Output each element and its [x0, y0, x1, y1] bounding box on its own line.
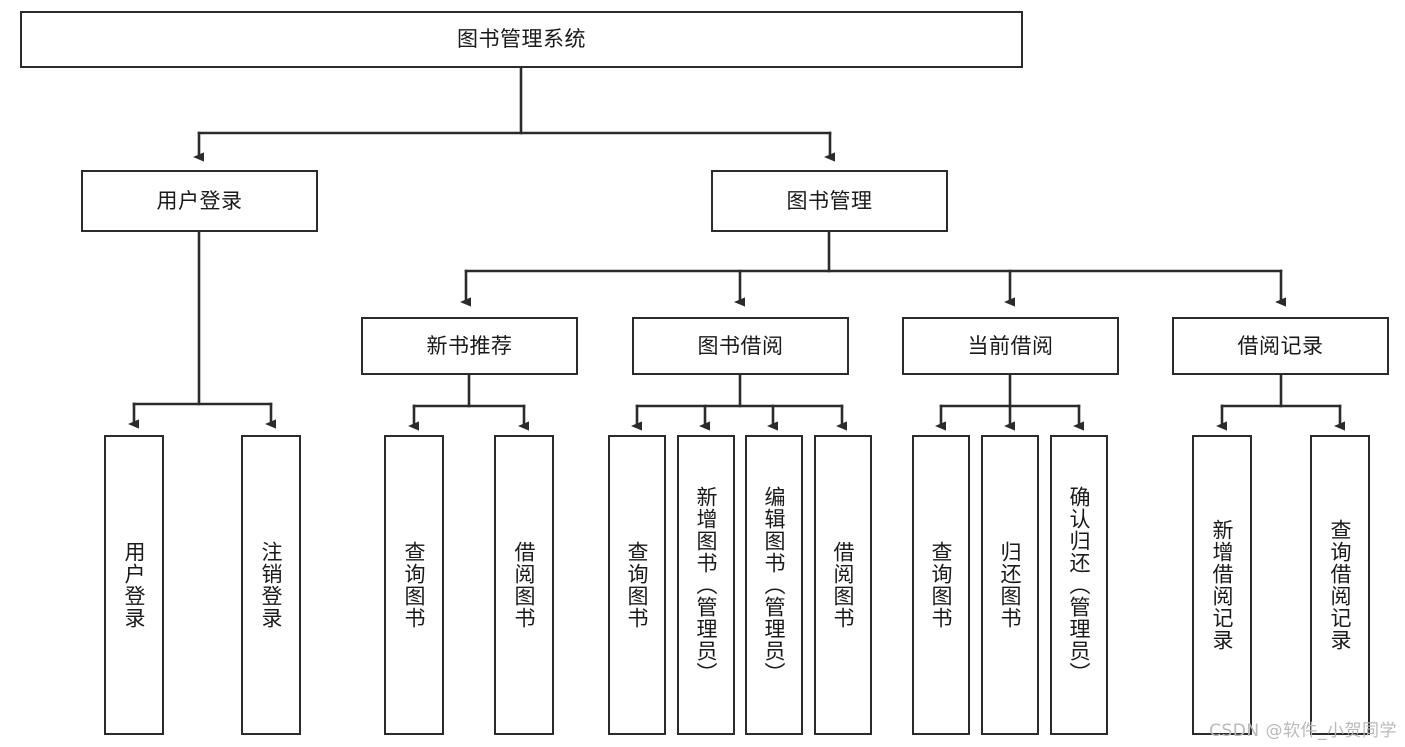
- node-book-borrow[interactable]: 图书借阅: [632, 317, 849, 375]
- node-leaf-user-login-label: 用户登录: [122, 541, 147, 629]
- node-leaf-borrow-book-1[interactable]: 借阅图书: [494, 435, 554, 735]
- node-leaf-query-record-label: 查询借阅记录: [1328, 519, 1353, 651]
- node-root-label: 图书管理系统: [457, 27, 586, 52]
- node-user-login[interactable]: 用户登录: [81, 170, 318, 232]
- node-leaf-borrow-book-1-label: 借阅图书: [512, 541, 537, 629]
- node-user-login-label: 用户登录: [156, 188, 243, 213]
- node-leaf-add-book[interactable]: 新增图书（管理员）: [677, 435, 735, 735]
- node-leaf-add-record[interactable]: 新增借阅记录: [1192, 435, 1252, 735]
- node-leaf-edit-book-label: 编辑图书（管理员）: [762, 486, 787, 684]
- node-leaf-user-logout[interactable]: 注销登录: [241, 435, 301, 735]
- node-borrow-record[interactable]: 借阅记录: [1172, 317, 1389, 375]
- node-new-book-recommend-label: 新书推荐: [426, 333, 513, 358]
- node-leaf-borrow-book-2[interactable]: 借阅图书: [814, 435, 872, 735]
- node-leaf-user-login[interactable]: 用户登录: [104, 435, 164, 735]
- node-leaf-edit-book[interactable]: 编辑图书（管理员）: [745, 435, 803, 735]
- node-new-book-recommend[interactable]: 新书推荐: [361, 317, 578, 375]
- node-leaf-query-book-2[interactable]: 查询图书: [608, 435, 666, 735]
- node-leaf-query-book-3-label: 查询图书: [929, 541, 954, 629]
- node-leaf-query-book-3[interactable]: 查询图书: [912, 435, 970, 735]
- watermark-text: CSDN @软件_小贺同学: [1209, 721, 1397, 741]
- node-leaf-add-record-label: 新增借阅记录: [1210, 519, 1235, 651]
- node-leaf-return-book[interactable]: 归还图书: [981, 435, 1039, 735]
- node-leaf-borrow-book-2-label: 借阅图书: [831, 541, 856, 629]
- node-leaf-confirm-return-label: 确认归还（管理员）: [1067, 486, 1092, 684]
- node-leaf-query-book-2-label: 查询图书: [625, 541, 650, 629]
- node-leaf-add-book-label: 新增图书（管理员）: [694, 486, 719, 684]
- node-leaf-query-book-1-label: 查询图书: [402, 541, 427, 629]
- node-book-borrow-label: 图书借阅: [697, 333, 784, 358]
- node-book-management-label: 图书管理: [786, 188, 873, 213]
- node-root[interactable]: 图书管理系统: [20, 11, 1023, 68]
- node-leaf-query-record[interactable]: 查询借阅记录: [1310, 435, 1370, 735]
- node-current-borrow-label: 当前借阅: [967, 333, 1054, 358]
- node-book-management[interactable]: 图书管理: [711, 170, 948, 232]
- node-leaf-return-book-label: 归还图书: [998, 541, 1023, 629]
- node-leaf-user-logout-label: 注销登录: [259, 541, 284, 629]
- node-leaf-query-book-1[interactable]: 查询图书: [384, 435, 444, 735]
- node-leaf-confirm-return[interactable]: 确认归还（管理员）: [1050, 435, 1108, 735]
- node-borrow-record-label: 借阅记录: [1237, 333, 1324, 358]
- node-current-borrow[interactable]: 当前借阅: [902, 317, 1119, 375]
